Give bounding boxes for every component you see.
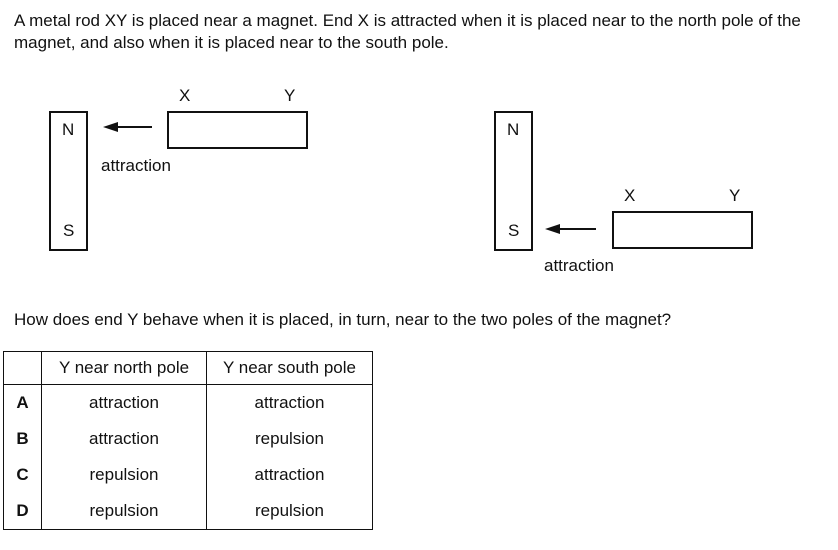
south-cell: attraction xyxy=(206,384,373,421)
header-south: Y near south pole xyxy=(206,351,373,385)
left-magnet xyxy=(49,111,88,251)
header-north: Y near north pole xyxy=(41,351,207,385)
left-rod xyxy=(167,111,308,149)
left-attraction-label: attraction xyxy=(101,156,171,175)
question-stem: A metal rod XY is placed near a magnet. … xyxy=(14,11,801,52)
left-y-label: Y xyxy=(284,86,296,105)
answer-table: Y near north pole Y near south pole A at… xyxy=(3,351,373,530)
table-row[interactable]: C repulsion attraction xyxy=(3,457,373,493)
option-label: A xyxy=(3,384,42,421)
north-cell: attraction xyxy=(41,421,207,457)
right-rod xyxy=(612,211,753,249)
right-y-label: Y xyxy=(729,186,741,205)
right-arrowhead xyxy=(545,224,560,234)
option-label: B xyxy=(3,421,42,457)
table-row[interactable]: A attraction attraction xyxy=(3,384,373,421)
south-cell: repulsion xyxy=(206,493,373,530)
table-row[interactable]: D repulsion repulsion xyxy=(3,493,373,530)
left-south-label: S xyxy=(63,221,75,240)
header-blank xyxy=(3,351,42,385)
left-north-label: N xyxy=(62,120,75,139)
left-arrowhead xyxy=(103,122,118,132)
north-cell: repulsion xyxy=(41,457,207,493)
question-prompt: How does end Y behave when it is placed,… xyxy=(14,310,672,329)
north-cell: repulsion xyxy=(41,493,207,530)
right-north-label: N xyxy=(507,120,520,139)
right-x-label: X xyxy=(624,186,636,205)
option-label: C xyxy=(3,457,42,493)
right-south-label: S xyxy=(508,221,520,240)
right-attraction-label: attraction xyxy=(544,256,614,275)
table-header-row: Y near north pole Y near south pole xyxy=(3,351,373,385)
south-cell: repulsion xyxy=(206,421,373,457)
right-magnet xyxy=(494,111,533,251)
south-cell: attraction xyxy=(206,457,373,493)
option-label: D xyxy=(3,493,42,530)
left-x-label: X xyxy=(179,86,191,105)
north-cell: attraction xyxy=(41,384,207,421)
table-row[interactable]: B attraction repulsion xyxy=(3,421,373,457)
